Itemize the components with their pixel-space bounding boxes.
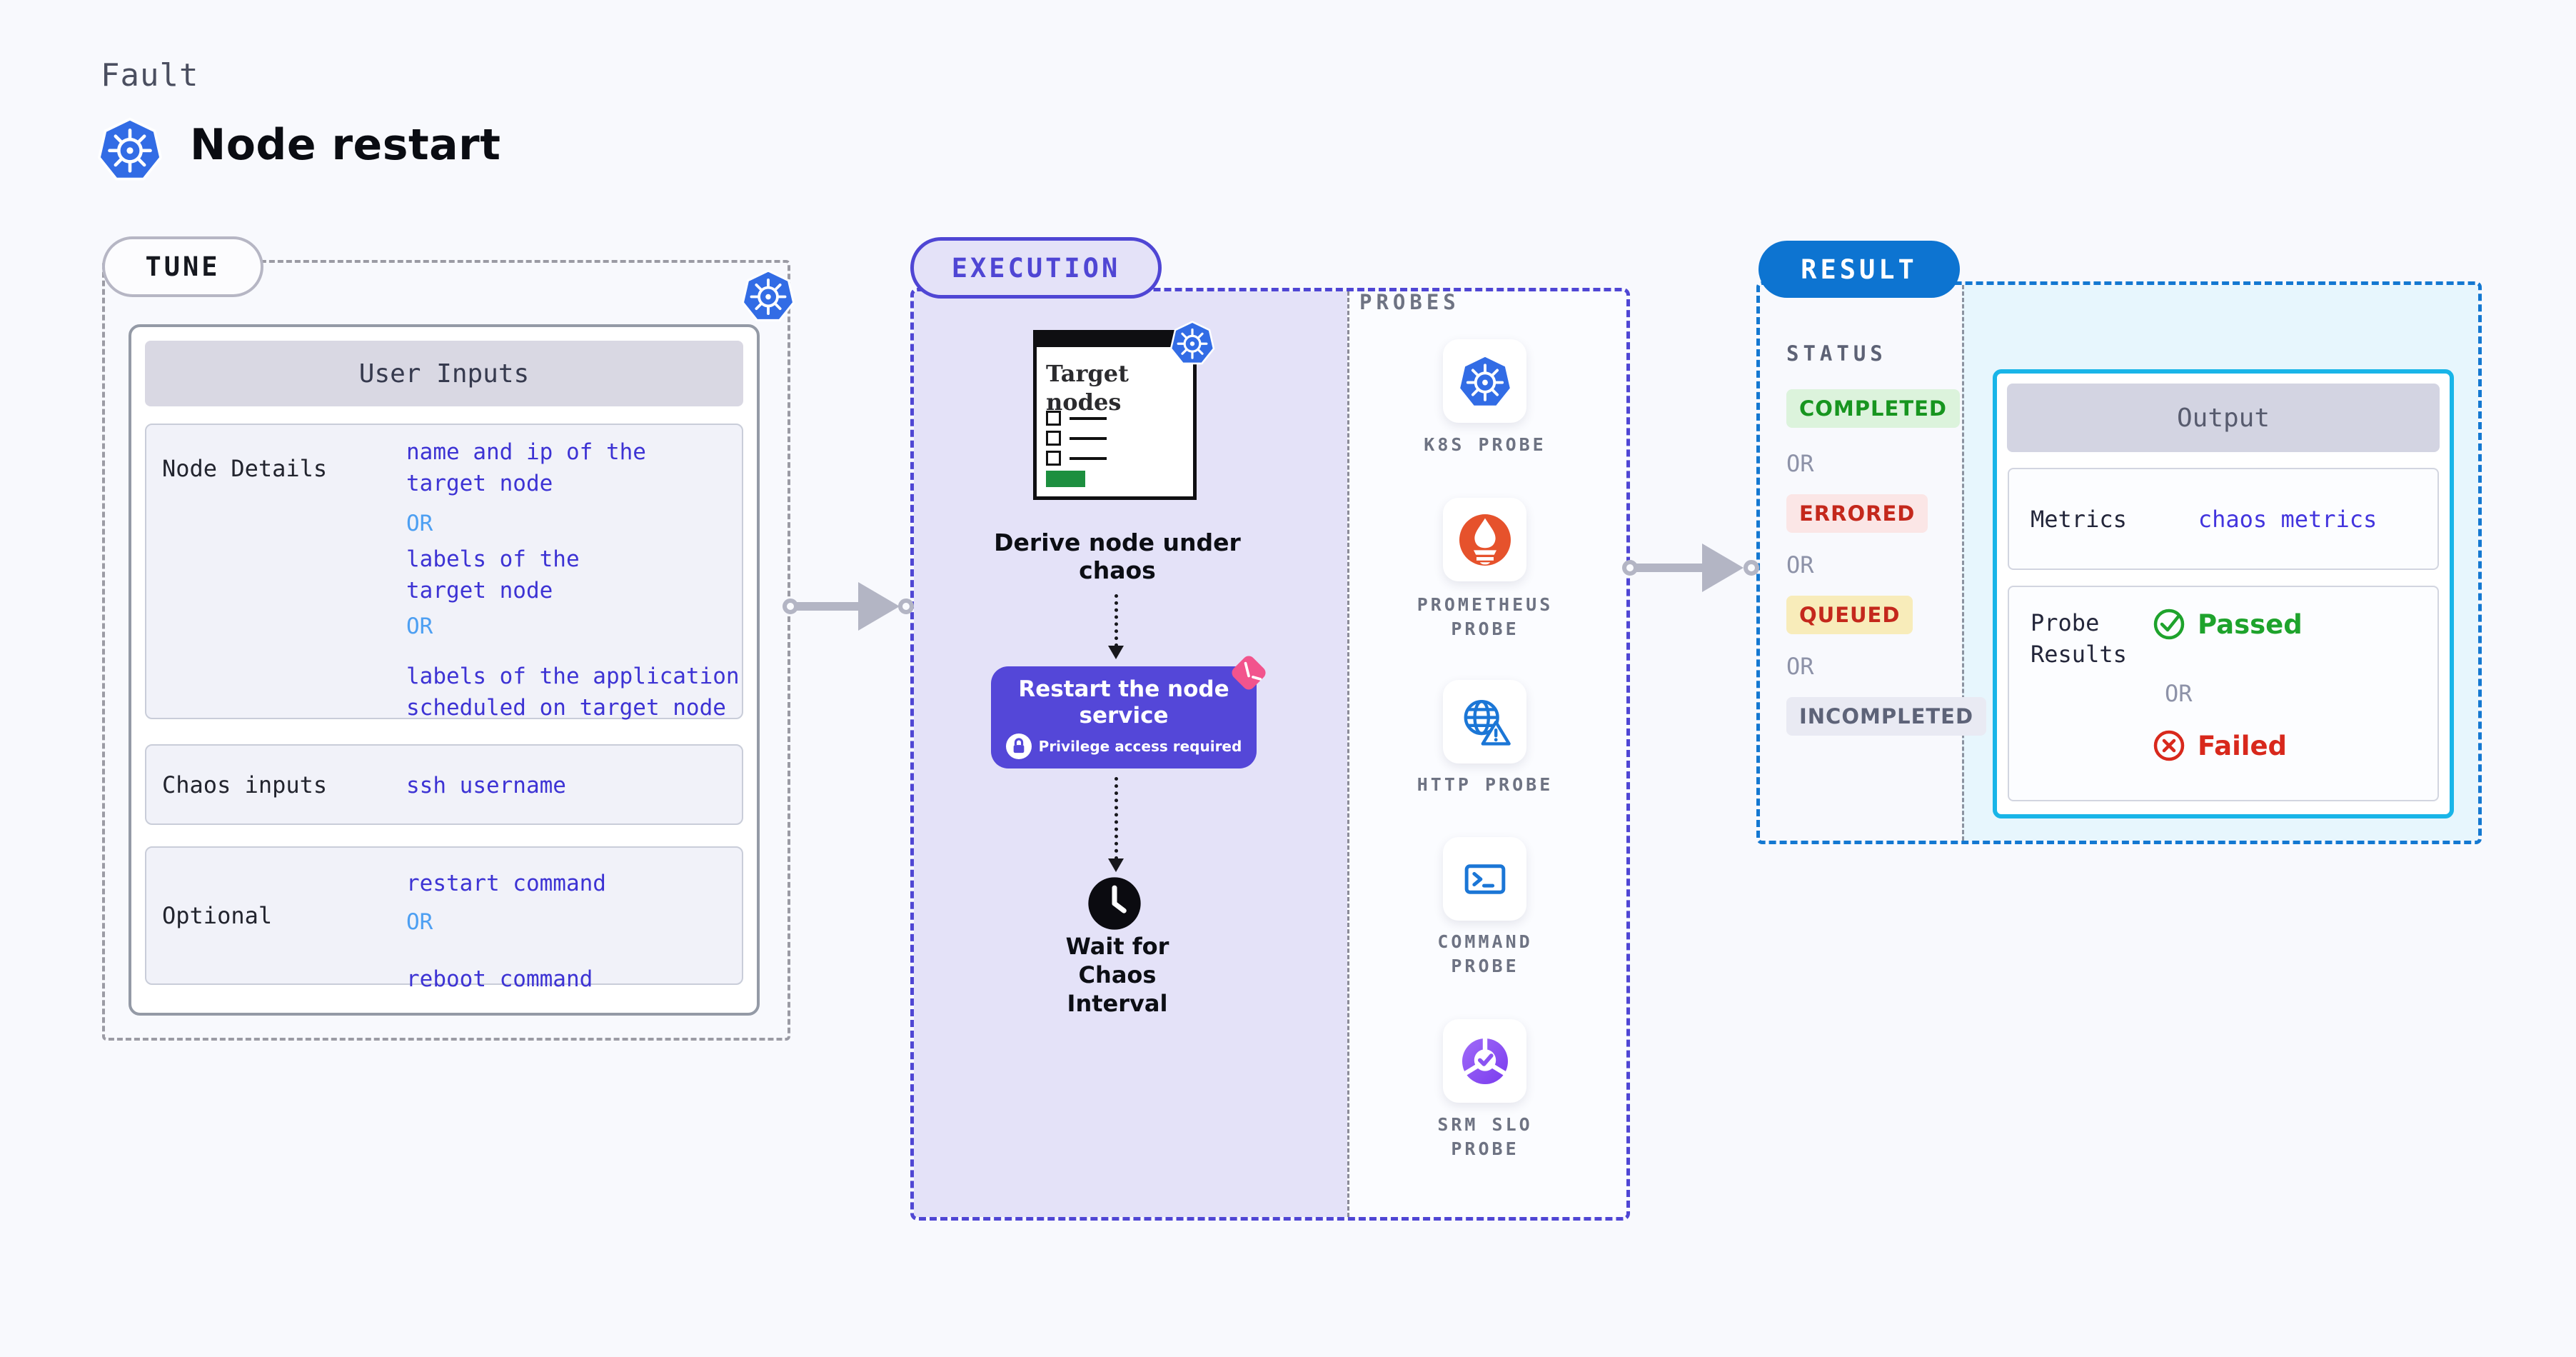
derive-node-label: Derive node under chaos	[994, 529, 1241, 584]
slo-donut-icon	[1461, 1036, 1508, 1084]
arrow-head	[1108, 646, 1124, 659]
output-card: Output Metrics chaos metrics Probe Resul…	[1993, 369, 2454, 818]
check-circle-icon	[2153, 609, 2185, 640]
checkbox-row	[1046, 431, 1107, 446]
input-row-optional: Optional restart command OR reboot comma…	[145, 846, 743, 992]
or-separator: OR	[2165, 680, 2193, 707]
connector-dot	[783, 599, 798, 614]
input-row-node-details: Node Details name and ip of the target n…	[145, 424, 743, 721]
probes-heading: PROBES	[1359, 290, 1460, 314]
kubernetes-icon	[1169, 320, 1215, 365]
x-circle-icon	[2153, 730, 2185, 761]
passed-label: Passed	[2198, 609, 2303, 640]
status-badge-incompleted: INCOMPLETED	[1786, 697, 1987, 736]
or-separator: OR	[406, 909, 433, 935]
or-separator: OR	[1786, 450, 1814, 477]
restart-node-title: Restart the node service	[1018, 676, 1229, 728]
tune-section-box	[102, 260, 790, 1041]
failed-indicator: Failed	[2152, 728, 2287, 763]
probe-results-row: Probe Results Passed OR Failed	[2008, 586, 2439, 801]
probe-label: COMMAND PROBE	[1437, 931, 1533, 976]
probe-label: K8S PROBE	[1424, 434, 1546, 455]
window-titlebar	[1033, 330, 1197, 347]
or-separator: OR	[1786, 551, 1814, 579]
prometheus-icon	[1459, 514, 1511, 566]
probe-label: PROMETHEUS PROBE	[1417, 594, 1554, 639]
or-separator: OR	[406, 511, 433, 536]
arrow-line	[790, 602, 862, 611]
globe-warning-icon	[1464, 699, 1511, 746]
input-value: reboot command	[406, 966, 593, 992]
probe-label: SRM SLO PROBE	[1437, 1114, 1533, 1159]
input-value: restart command	[406, 871, 606, 896]
input-value: ssh username	[406, 773, 566, 798]
input-value: labels of the application scheduled on t…	[406, 664, 740, 721]
arrow-head	[1108, 858, 1124, 872]
arrow-head	[1702, 544, 1744, 592]
target-nodes-card: Target nodes	[1033, 330, 1197, 500]
progress-bar	[1046, 471, 1085, 487]
probe-card-prometheus	[1443, 498, 1526, 581]
execution-section-box	[910, 288, 1630, 1221]
arrow-line	[1630, 564, 1705, 572]
connector-dot	[898, 599, 914, 614]
wait-interval-label: Wait for Chaos Interval	[1065, 933, 1169, 1017]
row-label: Chaos inputs	[162, 771, 328, 798]
execution-tag: EXECUTION	[910, 237, 1162, 299]
restart-node-step: Restart the node service Privilege acces…	[991, 666, 1257, 768]
connector-dot	[1622, 560, 1638, 576]
user-inputs-header: User Inputs	[145, 341, 743, 406]
failed-label: Failed	[2198, 730, 2288, 761]
tune-tag: TUNE	[102, 236, 263, 297]
kubernetes-icon	[741, 269, 795, 322]
row-label: Node Details	[162, 455, 328, 482]
probe-card-k8s	[1443, 339, 1526, 423]
arrow-head	[858, 582, 900, 631]
probe-card-http	[1443, 680, 1526, 763]
dotted-flow-arrow	[1115, 777, 1118, 860]
connector-dot	[1744, 560, 1759, 576]
target-nodes-title: Target nodes	[1046, 360, 1129, 416]
probe-card-command	[1443, 837, 1526, 921]
metrics-label: Metrics	[2031, 505, 2127, 533]
chaos-spark-icon	[1232, 656, 1266, 690]
metrics-row: Metrics chaos metrics	[2008, 468, 2439, 570]
passed-indicator: Passed	[2152, 607, 2303, 641]
checkbox-row	[1046, 411, 1107, 426]
input-value: labels of the target node	[406, 546, 580, 604]
or-separator: OR	[1786, 653, 1814, 680]
lock-icon	[1005, 733, 1032, 759]
metrics-value: chaos metrics	[2198, 505, 2378, 533]
dotted-flow-arrow	[1115, 594, 1118, 647]
probe-label: HTTP PROBE	[1417, 774, 1554, 795]
status-badge-errored: ERRORED	[1786, 494, 1928, 533]
output-header: Output	[2007, 384, 2440, 452]
page-title: Node restart	[190, 120, 501, 170]
result-tag: RESULT	[1759, 241, 1960, 298]
status-badge-completed: COMPLETED	[1786, 389, 1961, 428]
page-eyebrow: Fault	[101, 57, 199, 94]
input-row-chaos-inputs: Chaos inputs ssh username	[145, 744, 743, 825]
privilege-label: Privilege access required	[1038, 738, 1242, 755]
status-heading: STATUS	[1786, 341, 1887, 366]
probe-card-srm-slo	[1443, 1019, 1526, 1103]
input-value: name and ip of the target node	[406, 439, 646, 496]
checkbox-row	[1046, 451, 1107, 466]
row-label: Optional	[162, 902, 273, 929]
terminal-icon	[1464, 863, 1505, 894]
kubernetes-icon	[1457, 354, 1512, 408]
probe-results-label: Probe Results	[2031, 609, 2127, 668]
status-badge-queued: QUEUED	[1786, 596, 1913, 634]
clock-icon	[1088, 877, 1141, 930]
kubernetes-icon	[97, 114, 163, 184]
or-separator: OR	[406, 614, 433, 639]
